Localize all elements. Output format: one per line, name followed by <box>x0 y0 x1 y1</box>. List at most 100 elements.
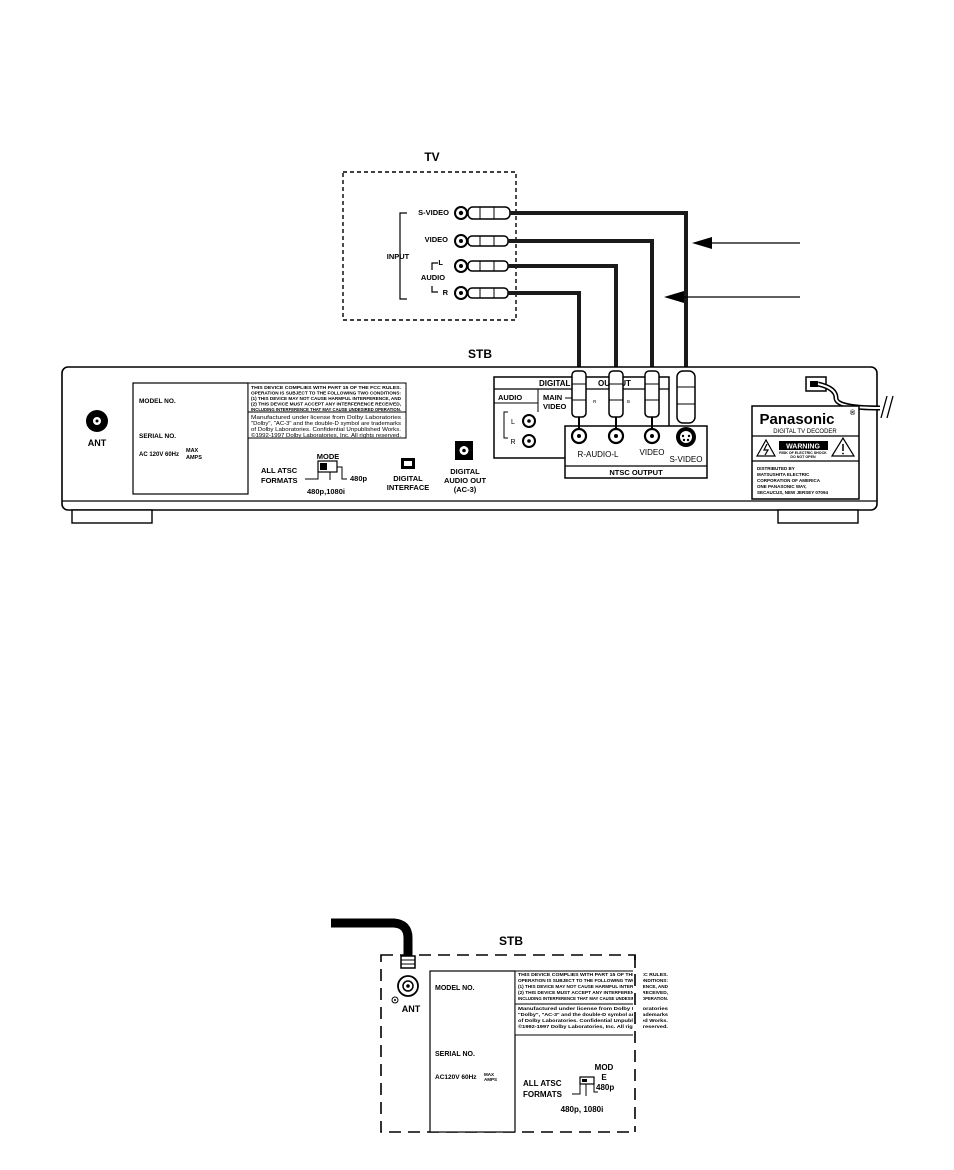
detail-serial-label: SERIAL NO. <box>435 1051 475 1058</box>
main-video-label-1: MAIN <box>543 393 562 402</box>
detail-dolby-line: ©1992-1997 Dolby Laboratories, Inc. All … <box>518 1023 668 1029</box>
fcc-line: OPERATION IS SUBJECT TO THE FOLLOWING TW… <box>251 391 402 396</box>
tv-title: TV <box>424 150 439 164</box>
detail-dolby-line: of Dolby Laboratories. Confidential Unpu… <box>518 1018 668 1023</box>
audio-l-stb-plug <box>608 370 624 430</box>
dolby-line: Manufactured under license from Dolby La… <box>251 415 402 421</box>
digital-output-title-left: DIGITAL <box>539 379 571 388</box>
mini-b-label: B <box>627 399 630 404</box>
tv-jack-video-label: VIDEO <box>425 235 449 244</box>
rating-label-panel <box>132 382 249 495</box>
detail-model-label: MODEL NO. <box>435 985 475 992</box>
tv-jack-svideo-label: S-VIDEO <box>418 208 449 217</box>
mini-r-label: R <box>593 399 597 404</box>
distributor-line: SECAUCUS, NEW JERSEY 07094 <box>757 490 828 495</box>
digital-interface-port[interactable] <box>401 458 415 469</box>
dolby-line: "Dolby", "AC-3" and the double-D symbol … <box>251 421 402 427</box>
ground-symbol-icon <box>391 996 399 1004</box>
power-rating-label: AC 120V 60Hz <box>139 452 179 458</box>
detail-amps-label: AMPS <box>484 1077 497 1082</box>
digital-interface-label-1: DIGITAL <box>393 474 423 483</box>
brand-label-panel: Panasonic ® DIGITAL TV DECODER WARNING R… <box>751 405 860 500</box>
tv-audio-l-jack <box>454 259 468 273</box>
ntsc-audio-label: R-AUDIO-L <box>578 450 619 459</box>
tv-input-label: INPUT <box>387 252 410 261</box>
detail-mode-switch[interactable]: MOD E ALL ATSC FORMATS 480p 480p, 1080i <box>523 1063 614 1114</box>
ant-label: ANT <box>88 438 107 448</box>
brand-subtitle: DIGITAL TV DECODER <box>773 429 837 435</box>
stb-foot-right <box>777 509 859 524</box>
stb-unit: STB ANT MODEL NO. SERIAL NO. AC 120V 60H… <box>61 347 894 524</box>
detail-bottom-label: 480p, 1080i <box>561 1105 604 1114</box>
detail-left-label-2: FORMATS <box>523 1090 563 1099</box>
tv-audio-bracket <box>431 262 438 293</box>
svideo-stb-plug <box>676 370 696 424</box>
distributor-line: CORPORATION OF AMERICA <box>757 478 821 483</box>
dolby-line: of Dolby Laboratories. Confidential Unpu… <box>251 427 401 433</box>
antenna-cable <box>331 918 413 956</box>
digital-interface-label-2: INTERFACE <box>387 483 430 492</box>
detail-max-label: MAX <box>484 1072 494 1077</box>
tv-audio-r-jack <box>454 286 468 300</box>
shock-warning-icon <box>755 438 777 457</box>
detail-mode-label-2: E <box>601 1073 607 1082</box>
ntsc-video-label: VIDEO <box>640 448 665 457</box>
audio-out-r-jack[interactable] <box>522 434 536 448</box>
detail-fcc-line: OPERATION IS SUBJECT TO THE FOLLOWING TW… <box>518 978 669 983</box>
fcc-line: (2) THIS DEVICE MUST ACCEPT ANY INTERFER… <box>251 402 401 407</box>
warning-title: WARNING <box>786 444 820 451</box>
audio-r-stb-plug <box>571 370 587 430</box>
tv-outline <box>342 171 517 321</box>
detail-ant-connector <box>397 975 419 997</box>
tv-video-jack <box>454 234 468 248</box>
tv-unit: TV S-VIDEO VIDEO L R INPUT AUDIO <box>342 150 517 321</box>
detail-fcc-box <box>514 970 636 1005</box>
detail-power-label: AC120V 60Hz <box>435 1074 477 1081</box>
tv-audio-l-plug <box>467 260 509 272</box>
detail-ant-label: ANT <box>402 1004 421 1014</box>
mode-switch[interactable]: MODE ALL ATSC FORMATS 480p 480p,1080i <box>261 452 368 496</box>
audio-out-label: AUDIO <box>498 393 522 402</box>
distributor-line: ONE PANASONIC WAY, <box>757 484 807 489</box>
detail-fcc-line: INCLUDING INTERFERENCE THAT MAY CAUSE UN… <box>518 996 668 1001</box>
ntsc-output-panel: NTSC OUTPUT R-AUDIO-L VIDEO S-VIDEO <box>564 425 708 479</box>
audio-l-cable <box>508 264 618 372</box>
caution-exclamation-icon <box>830 436 856 457</box>
audio-out-l-label: L <box>511 419 515 426</box>
ntsc-svideo-jack[interactable] <box>676 427 696 447</box>
detail-mode-label-1: MOD <box>595 1063 614 1072</box>
tv-jack-audio-r-label: R <box>443 288 449 297</box>
audio-r-cable <box>508 291 581 372</box>
tv-jack-audio-l-label: L <box>438 258 443 267</box>
warning-text-line-1: RISK OF ELECTRIC SHOCK <box>779 451 827 455</box>
digital-audio-out-label-1: DIGITAL <box>450 467 480 476</box>
mode-left-label-2: FORMATS <box>261 476 298 485</box>
tv-input-bracket <box>399 212 407 300</box>
digital-audio-out-port[interactable] <box>455 441 473 460</box>
stb-foot-left <box>71 509 153 524</box>
main-video-label-2: VIDEO <box>543 402 567 411</box>
mode-bottom-label: 480p,1080i <box>307 487 345 496</box>
dolby-notice-box <box>247 411 407 439</box>
mode-right-label: 480p <box>350 474 368 483</box>
mode-left-label-1: ALL ATSC <box>261 466 298 475</box>
antenna-cable-nut <box>400 955 416 969</box>
brand-name: Panasonic <box>759 411 834 428</box>
pointer-arrows <box>664 237 800 303</box>
audio-out-l-jack[interactable] <box>522 414 536 428</box>
ntsc-svideo-label: S-VIDEO <box>670 455 703 464</box>
mode-label: MODE <box>317 452 340 461</box>
distributor-line: MATSUSHITA ELECTRIC <box>757 472 810 477</box>
detail-left-label-1: ALL ATSC <box>523 1079 562 1088</box>
detail-dolby-box <box>514 1003 636 1036</box>
stb-plugs <box>571 370 696 430</box>
detail-rating-label <box>429 970 516 1133</box>
brand-reg: ® <box>850 409 856 417</box>
video-stb-plug <box>644 370 660 430</box>
fcc-line: (1) THIS DEVICE MAY NOT CAUSE HARMFUL IN… <box>251 396 402 401</box>
detail-right-label: 480p <box>596 1083 614 1092</box>
amps-label: AMPS <box>186 455 202 461</box>
stb-title: STB <box>468 347 492 361</box>
detail-title: STB <box>499 934 523 948</box>
detail-fcc-line: (1) THIS DEVICE MAY NOT CAUSE HARMFUL IN… <box>518 984 669 989</box>
